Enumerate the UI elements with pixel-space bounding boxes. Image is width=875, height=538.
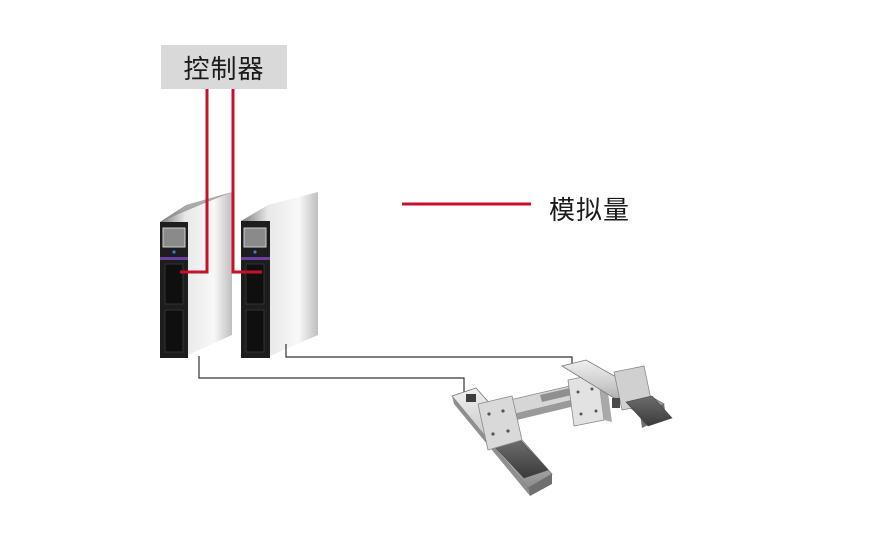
motor-cables: [198, 344, 573, 392]
driver-1-stripe: [160, 257, 188, 260]
servo-driver-2: [241, 192, 318, 358]
legend-label: 模拟量: [549, 196, 631, 226]
driver-2-stripe: [241, 257, 270, 260]
servo-driver-1: [160, 192, 232, 358]
driver-1-led: [172, 250, 176, 254]
driver-2-display: [243, 227, 267, 248]
driver-1-display: [162, 227, 186, 248]
driver-1-port-upper: [164, 263, 184, 305]
controller-label-box: 控制器: [161, 45, 287, 89]
signal-wire-2: [231, 89, 262, 274]
cable-driver-1: [198, 356, 465, 392]
cable-driver-2: [285, 344, 573, 366]
driver-2-port-upper: [245, 263, 265, 305]
linear-gantry-stage: [451, 359, 673, 496]
driver-2-led: [253, 250, 257, 254]
signal-wire-1: [180, 89, 209, 274]
driver-2-port-lower: [245, 309, 265, 353]
analog-signal-wires: [180, 89, 262, 274]
driver-1-port-lower: [164, 309, 184, 353]
controller-label: 控制器: [183, 54, 265, 85]
